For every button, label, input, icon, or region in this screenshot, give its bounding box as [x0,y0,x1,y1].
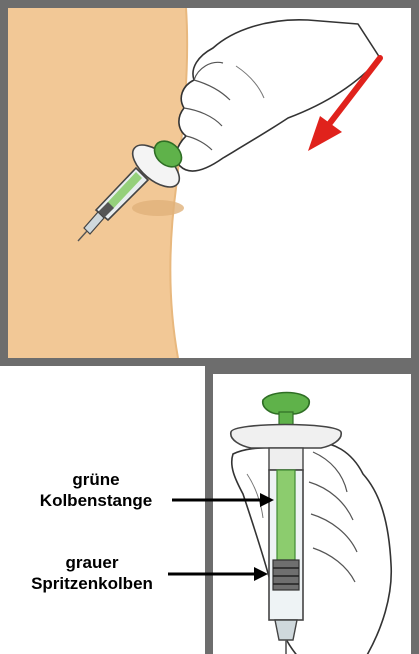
syringe-plunger-label: grauer Spritzenkolben [4,552,180,594]
injection-illustration-panel [0,0,419,366]
syringe-closeup [213,374,419,654]
syringe-plunger-label-line2: Spritzenkolben [4,573,180,594]
syringe-plunger-label-line1: grauer [4,552,180,573]
plunger-cap [263,393,310,415]
arrow-down-left-icon [8,8,411,358]
fist [232,443,392,654]
finger-flange [231,425,341,449]
green-plunger-rod [277,470,295,560]
plunger-rod-label-line2: Kolbenstange [8,490,184,511]
grey-syringe-plunger [273,560,299,590]
plunger-rod-label: grüne Kolbenstange [8,469,184,511]
syringe-closeup-panel [205,366,419,654]
plunger-rod-label-line1: grüne [8,469,184,490]
